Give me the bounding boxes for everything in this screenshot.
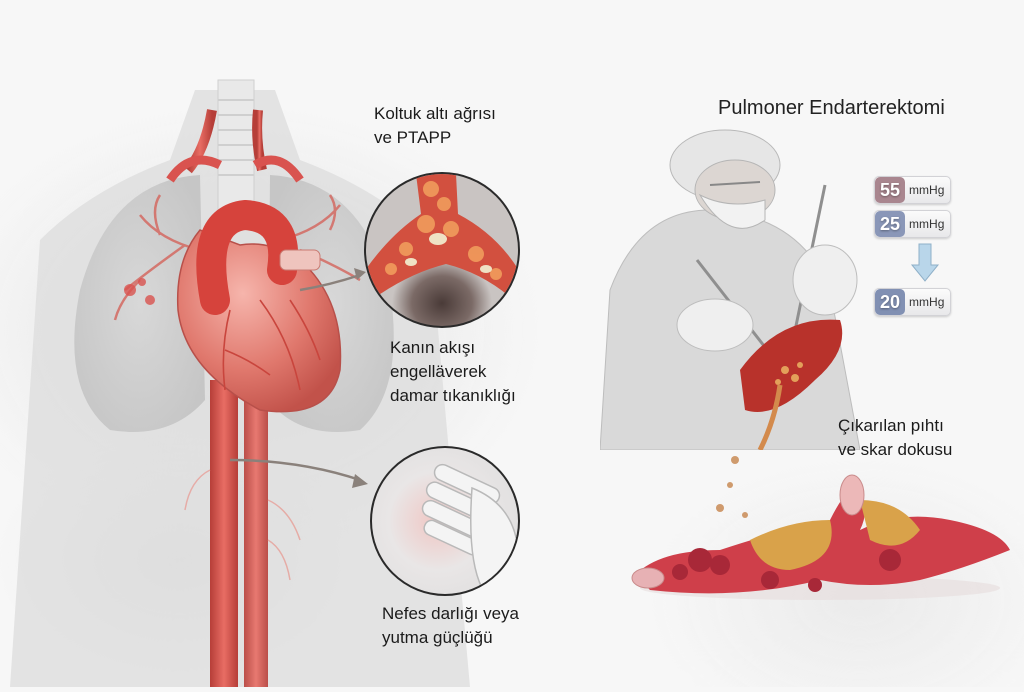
blood-flow-label: Kanın akışı engelläverek damar tıkanıklı… (390, 338, 516, 405)
clot-inset (364, 172, 520, 328)
removed-tissue-label: Çıkarılan pıhtı ve skar dokusu (838, 416, 953, 459)
torso-svg (10, 79, 470, 687)
removed-clot-specimen (620, 440, 1020, 610)
arrow-to-clot-inset (299, 273, 361, 292)
chest-pain-inset (370, 446, 520, 596)
aortic-arch (196, 199, 299, 315)
arrow-to-chest-inset (229, 458, 361, 482)
surgeon-illustration (599, 120, 861, 452)
hand-on-chest-svg (421, 463, 518, 590)
procedure-title: Pulmoner Endarterektomi (718, 97, 945, 119)
pressure-value: 25 (875, 211, 906, 237)
pressure-badge-post-op: 20 mmHg (874, 288, 952, 316)
vena-cava (244, 380, 268, 687)
pressure-value: 55 (875, 177, 906, 203)
pressure-unit: mmHg (909, 295, 945, 309)
down-arrow-icon (910, 243, 940, 282)
pressure-unit: mmHg (909, 183, 945, 197)
pressure-badge-mean: 25 mmHg (874, 210, 952, 238)
anatomy-illustration (10, 79, 470, 687)
vessel-clot-svg (366, 174, 518, 304)
surgeon-svg (599, 129, 861, 452)
pressure-value: 20 (875, 289, 906, 315)
breathing-label: Nefes darlığı veya yutma güçlüğü (382, 604, 520, 647)
pressure-badge-initial: 55 mmHg (874, 176, 952, 204)
incision (740, 319, 843, 412)
descending-aorta (210, 380, 238, 687)
armpit-pain-label: Koltuk altı ağrısı ve PTAPP (374, 104, 496, 147)
pressure-unit: mmHg (909, 217, 945, 231)
clot-specimen-svg (631, 456, 1010, 600)
